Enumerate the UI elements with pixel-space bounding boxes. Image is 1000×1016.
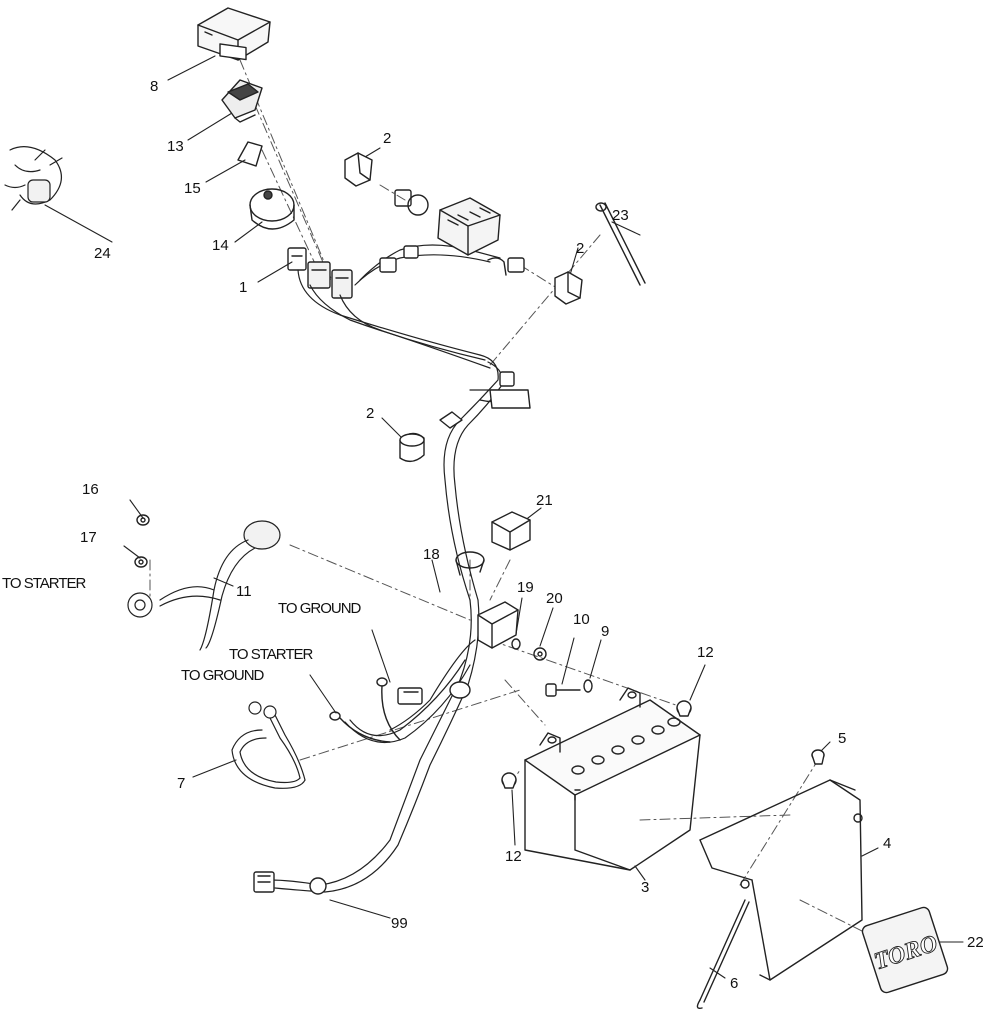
callout-2-top: 2 <box>383 130 392 147</box>
part-16-nut <box>136 514 150 526</box>
callout-4: 4 <box>883 835 892 852</box>
note-to-ground-upper: TO GROUND <box>278 600 361 617</box>
callout-1: 1 <box>239 279 248 296</box>
note-to-ground-lower: TO GROUND <box>181 667 264 684</box>
part-2-relay-upper <box>344 152 373 187</box>
part-14-key-switch <box>249 188 295 230</box>
callout-11: 11 <box>236 583 252 600</box>
part-20-nut <box>533 647 547 661</box>
part-2-relay-middle <box>399 432 425 463</box>
alignment-lines <box>149 59 871 936</box>
terminal-eyelets <box>329 677 401 743</box>
part-13-switch <box>221 79 263 123</box>
callout-3: 3 <box>641 879 650 896</box>
callout-9: 9 <box>601 623 610 640</box>
fuse-holder <box>477 601 519 649</box>
callout-15: 15 <box>184 180 201 197</box>
part-2-relay-right <box>554 271 583 305</box>
callout-10: 10 <box>573 611 590 628</box>
part-17-washer <box>134 556 148 568</box>
part-1-connectors <box>287 247 353 299</box>
harness-small-connectors <box>379 245 531 429</box>
note-to-starter-left: TO STARTER <box>2 575 86 592</box>
note-to-starter-mid: TO STARTER <box>229 646 313 663</box>
part-7-cable <box>231 701 306 789</box>
part-10-bolt <box>545 683 581 697</box>
part-4-bracket <box>699 779 863 981</box>
callout-7: 7 <box>177 775 186 792</box>
part-19-washer <box>511 638 521 650</box>
callout-2-middle: 2 <box>366 405 375 422</box>
callout-17: 17 <box>80 529 97 546</box>
part-3-battery <box>524 687 701 871</box>
part-12-cap-right <box>676 700 692 717</box>
callout-6: 6 <box>730 975 739 992</box>
callout-5: 5 <box>838 730 847 747</box>
callout-2-right: 2 <box>576 240 585 257</box>
part-15-seal <box>237 141 263 167</box>
callout-22: 22 <box>967 934 984 951</box>
callout-19: 19 <box>517 579 534 596</box>
part-18-clamp <box>455 551 485 576</box>
callout-16: 16 <box>82 481 99 498</box>
part-23-wire <box>595 202 646 286</box>
part-9-washer <box>583 679 593 693</box>
part-11-cable <box>127 520 281 651</box>
part-24-connector <box>4 146 63 211</box>
harness-end-plug <box>253 871 327 895</box>
callout-8: 8 <box>150 78 159 95</box>
part-21-relay <box>491 511 531 551</box>
callout-18: 18 <box>423 546 440 563</box>
wire-harness <box>269 244 521 893</box>
callout-12-right: 12 <box>697 644 714 661</box>
part-8-hour-meter <box>197 7 271 61</box>
callout-99: 99 <box>391 915 408 932</box>
part-22-decal: TORO TORO <box>861 906 949 994</box>
callout-14: 14 <box>212 237 229 254</box>
part-6-rod <box>696 899 750 1010</box>
callout-13: 13 <box>167 138 184 155</box>
callout-23: 23 <box>612 207 629 224</box>
harness-junction-block <box>394 189 525 276</box>
part-12-cap-left <box>501 772 517 789</box>
harness-mid-connector <box>397 681 471 705</box>
callout-20: 20 <box>546 590 563 607</box>
callout-21: 21 <box>536 492 553 509</box>
callout-24: 24 <box>94 245 111 262</box>
callout-12-left: 12 <box>505 848 522 865</box>
part-5-bolt <box>811 749 825 765</box>
